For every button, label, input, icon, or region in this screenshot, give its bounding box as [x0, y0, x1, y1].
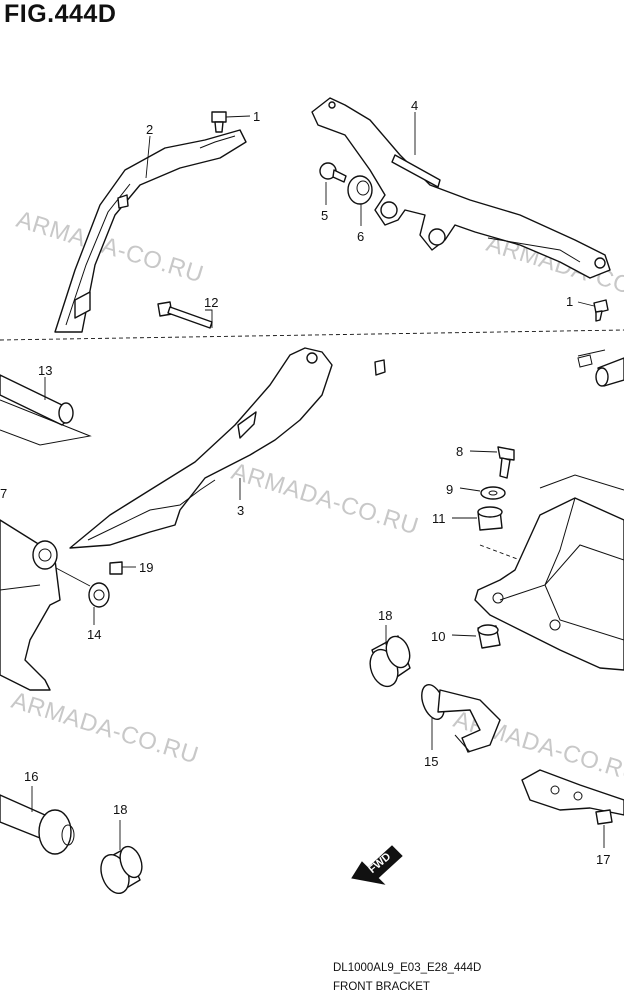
part-6-grommet	[347, 175, 373, 205]
leader-1b	[577, 301, 595, 307]
watermark-3: ARMADA-CO.RU	[228, 458, 421, 541]
leader-10	[451, 634, 477, 637]
part-18-bushing-upper	[369, 635, 411, 688]
part-15-shaft	[421, 684, 501, 753]
part-4-bracket	[311, 97, 611, 279]
leader-12	[205, 309, 213, 328]
part-13-rod	[0, 374, 92, 446]
part-5-screw	[319, 162, 347, 183]
part-9-washer	[480, 486, 506, 500]
callout-5: 5	[321, 208, 328, 223]
callout-10: 10	[431, 629, 445, 644]
callout-7: 7	[0, 486, 7, 501]
center-line	[0, 329, 624, 341]
part-3-bracket	[69, 347, 386, 549]
callout-2: 2	[146, 122, 153, 137]
callout-9: 9	[446, 482, 453, 497]
part-12-bolt	[157, 301, 213, 329]
callout-18b: 18	[113, 802, 127, 817]
callout-11: 11	[432, 511, 446, 526]
part-right-bracket	[474, 474, 624, 671]
callout-8: 8	[456, 444, 463, 459]
part-7-bracket	[0, 519, 61, 691]
callout-14: 14	[87, 627, 101, 642]
part-18-bushing-lower	[100, 845, 143, 895]
callout-4: 4	[411, 98, 418, 113]
callout-17: 17	[596, 852, 610, 867]
leader-2	[145, 135, 151, 179]
callout-16: 16	[24, 769, 38, 784]
callout-3: 3	[237, 503, 244, 518]
callout-12: 12	[204, 295, 218, 310]
callout-1b: 1	[566, 294, 573, 309]
part-1-bolt-top: 1	[211, 109, 260, 133]
part-10-collar	[477, 624, 501, 649]
part-14-nut	[88, 582, 110, 608]
callout-1a: 1	[253, 109, 260, 124]
part-rod-right	[577, 349, 624, 387]
fwd-arrow-icon: FWD	[351, 845, 403, 885]
callout-19: 19	[139, 560, 153, 575]
figure-title: FIG.444D	[4, 0, 117, 28]
figure-code: DL1000AL9_E03_E28_444D	[333, 962, 482, 974]
part-11-grommet	[477, 506, 503, 531]
callout-15: 15	[424, 754, 438, 769]
part-17-clip	[521, 769, 624, 825]
leader-14-line	[55, 567, 91, 587]
watermark-4: ARMADA-CO.RU	[8, 687, 201, 770]
callout-13: 13	[38, 363, 52, 378]
figure-name: FRONT BRACKET	[333, 981, 430, 993]
part-16-shaft	[0, 794, 75, 855]
part-1-bolt-right	[593, 299, 609, 322]
part-8-bolt	[497, 446, 515, 479]
part-2-bracket	[54, 129, 247, 333]
callout-6: 6	[357, 229, 364, 244]
leader-9	[459, 487, 481, 492]
part-19-screw	[109, 561, 123, 575]
callout-18a: 18	[378, 608, 392, 623]
leader-8	[469, 450, 498, 453]
